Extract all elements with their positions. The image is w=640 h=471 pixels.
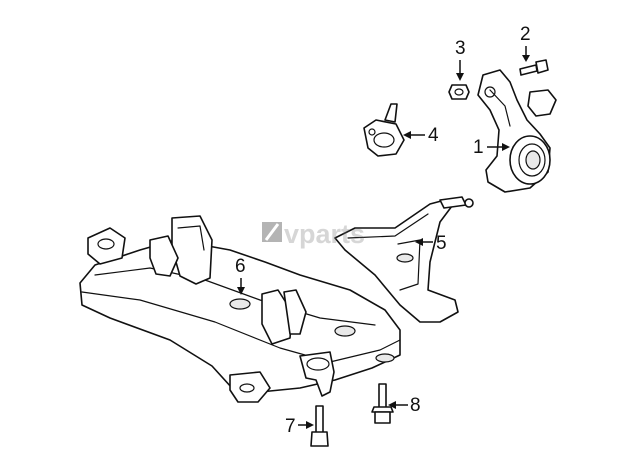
control-arm-drawing [334,196,474,323]
bolt-7-drawing [310,405,329,447]
crossmember-drawing [79,215,401,403]
bolt-8-drawing [371,383,394,424]
nut-drawing [448,84,470,100]
callout-6[interactable]: 6 [235,256,246,295]
callout-8[interactable]: 8 [388,395,421,416]
callout-label-3: 3 [455,38,466,59]
watermark-text: vparts [284,219,365,249]
watermark-logo: vparts [262,219,365,249]
callout-7[interactable]: 7 [285,416,314,437]
callout-label-8: 8 [410,395,421,416]
callout-3[interactable]: 3 [455,38,466,81]
callout-label-5: 5 [436,233,447,254]
callout-label-1: 1 [473,137,484,158]
callout-label-7: 7 [285,416,296,437]
ball-joint-drawing [363,103,405,157]
bolt-2-drawing [519,59,549,76]
callout-5[interactable]: 5 [415,233,447,254]
callout-1[interactable]: 1 [473,137,510,158]
callout-label-4: 4 [428,125,439,146]
callout-label-6: 6 [235,256,246,277]
knuckle-drawing [477,69,557,193]
callout-2[interactable]: 2 [520,24,531,62]
callout-label-2: 2 [520,24,531,45]
callout-4[interactable]: 4 [403,125,439,146]
